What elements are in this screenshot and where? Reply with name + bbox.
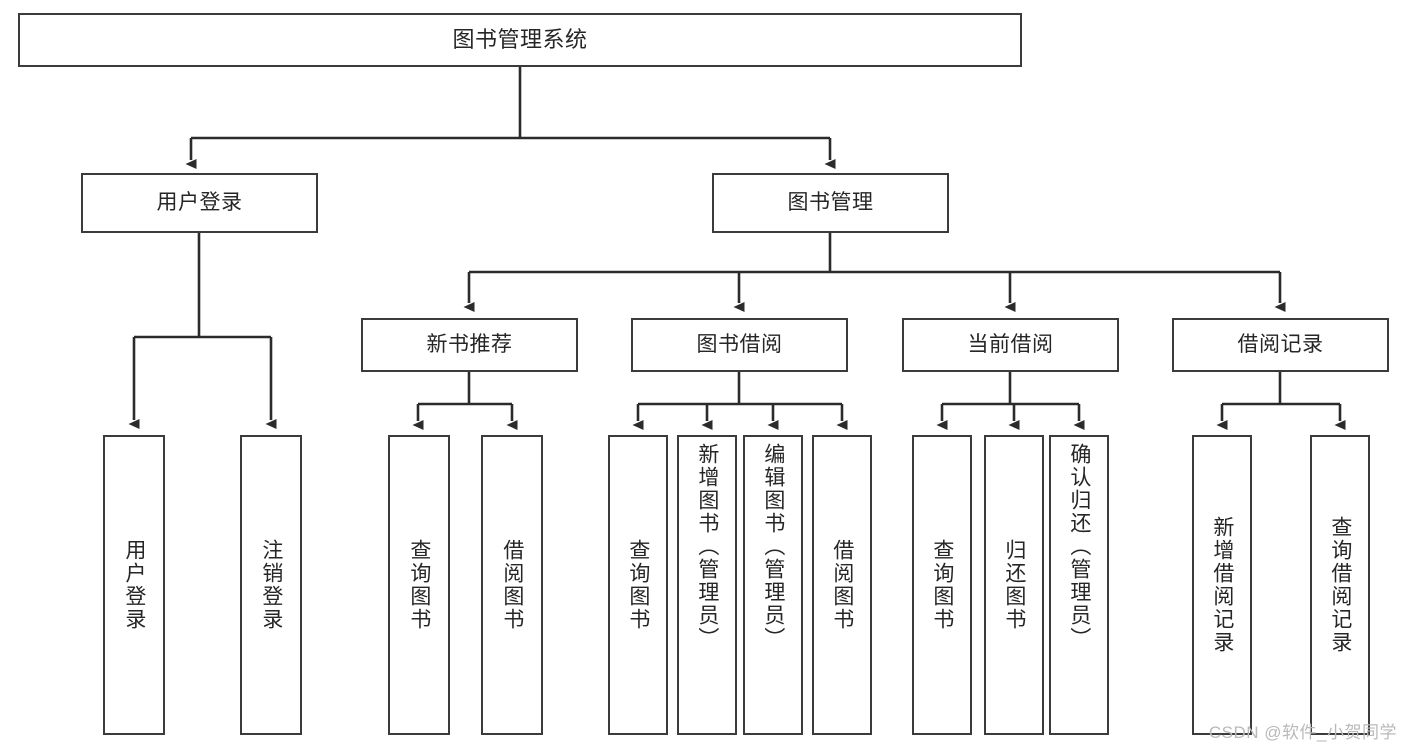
leaf-borrow-book-2[interactable]: 借阅图书	[812, 435, 872, 735]
node-user-login[interactable]: 用户登录	[81, 173, 318, 233]
node-label: 新增借阅记录	[1210, 516, 1234, 654]
leaf-query-book-3[interactable]: 查询图书	[912, 435, 972, 735]
node-label: 借阅图书	[830, 539, 854, 631]
node-label: 图书借阅	[696, 332, 783, 356]
node-label: 注销登录	[259, 539, 283, 631]
node-label: 归还图书	[1002, 539, 1026, 631]
leaf-query-book-1[interactable]: 查询图书	[388, 435, 450, 735]
node-label: 图书管理系统	[452, 27, 588, 53]
node-book-borrow[interactable]: 图书借阅	[631, 318, 848, 372]
leaf-query-book-2[interactable]: 查询图书	[608, 435, 668, 735]
node-book-management[interactable]: 图书管理	[712, 173, 949, 233]
node-label: 借阅记录	[1237, 332, 1324, 356]
node-label: 用户登录	[122, 539, 146, 631]
node-label: 当前借阅	[967, 332, 1054, 356]
leaf-query-record[interactable]: 查询借阅记录	[1310, 435, 1370, 735]
node-label: 查询图书	[930, 539, 954, 631]
node-label: 用户登录	[156, 190, 243, 214]
node-label: 确认归还（管理员）	[1067, 443, 1091, 650]
node-new-book-recommend[interactable]: 新书推荐	[361, 318, 578, 372]
node-label: 图书管理	[787, 190, 874, 214]
leaf-add-book[interactable]: 新增图书（管理员）	[677, 435, 737, 735]
csdn-watermark: CSDN @软件_小贺同学	[1208, 723, 1397, 742]
leaf-user-login[interactable]: 用户登录	[103, 435, 165, 735]
leaf-borrow-book-1[interactable]: 借阅图书	[481, 435, 543, 735]
node-label: 借阅图书	[500, 539, 524, 631]
leaf-confirm-return[interactable]: 确认归还（管理员）	[1049, 435, 1109, 735]
leaf-return-book[interactable]: 归还图书	[984, 435, 1044, 735]
node-label: 编辑图书（管理员）	[761, 443, 785, 650]
node-label: 查询借阅记录	[1328, 516, 1352, 654]
node-label: 查询图书	[407, 539, 431, 631]
node-label: 新增图书（管理员）	[695, 443, 719, 650]
node-root-book-management-system[interactable]: 图书管理系统	[18, 13, 1022, 67]
node-label: 新书推荐	[426, 332, 513, 356]
leaf-logout-login[interactable]: 注销登录	[240, 435, 302, 735]
node-borrow-record[interactable]: 借阅记录	[1172, 318, 1389, 372]
node-label: 查询图书	[626, 539, 650, 631]
leaf-edit-book[interactable]: 编辑图书（管理员）	[743, 435, 803, 735]
node-current-borrow[interactable]: 当前借阅	[902, 318, 1119, 372]
leaf-add-record[interactable]: 新增借阅记录	[1192, 435, 1252, 735]
